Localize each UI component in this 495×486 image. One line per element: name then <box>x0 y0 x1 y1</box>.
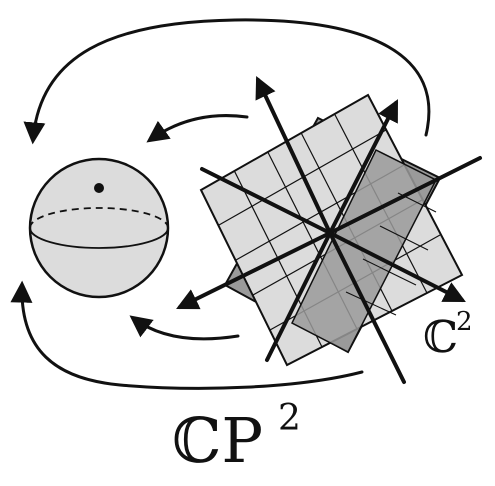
label-c2-base: ℂ <box>423 312 458 363</box>
line-upper-left <box>200 167 332 235</box>
label-cp2: ℂP 2 <box>172 398 301 477</box>
mapping-arrows <box>10 18 431 390</box>
label-c2-exponent: 2 <box>456 307 473 337</box>
bottom-loop-arrow <box>10 280 364 390</box>
sphere <box>28 157 170 299</box>
line-vertical-up <box>255 76 332 235</box>
upper-short-arrow <box>146 114 249 143</box>
sphere-equator-front <box>29 227 169 249</box>
line-left <box>176 231 332 310</box>
sphere-body <box>28 157 170 299</box>
line-diag-down <box>265 231 332 362</box>
line-vertical-down <box>328 231 406 384</box>
label-cp2-exponent: 2 <box>278 398 301 439</box>
label-c2: ℂ 2 <box>423 307 473 363</box>
lower-short-arrow <box>129 315 240 341</box>
north-pole-dot <box>94 183 104 193</box>
top-loop-arrow <box>23 18 431 145</box>
label-cp2-base: ℂP <box>172 404 263 477</box>
sphere-equator-back <box>29 207 169 229</box>
line-lower-right <box>328 231 466 302</box>
line-right <box>328 156 482 235</box>
line-diag-up <box>328 99 398 235</box>
lines-through-origin <box>176 76 482 384</box>
